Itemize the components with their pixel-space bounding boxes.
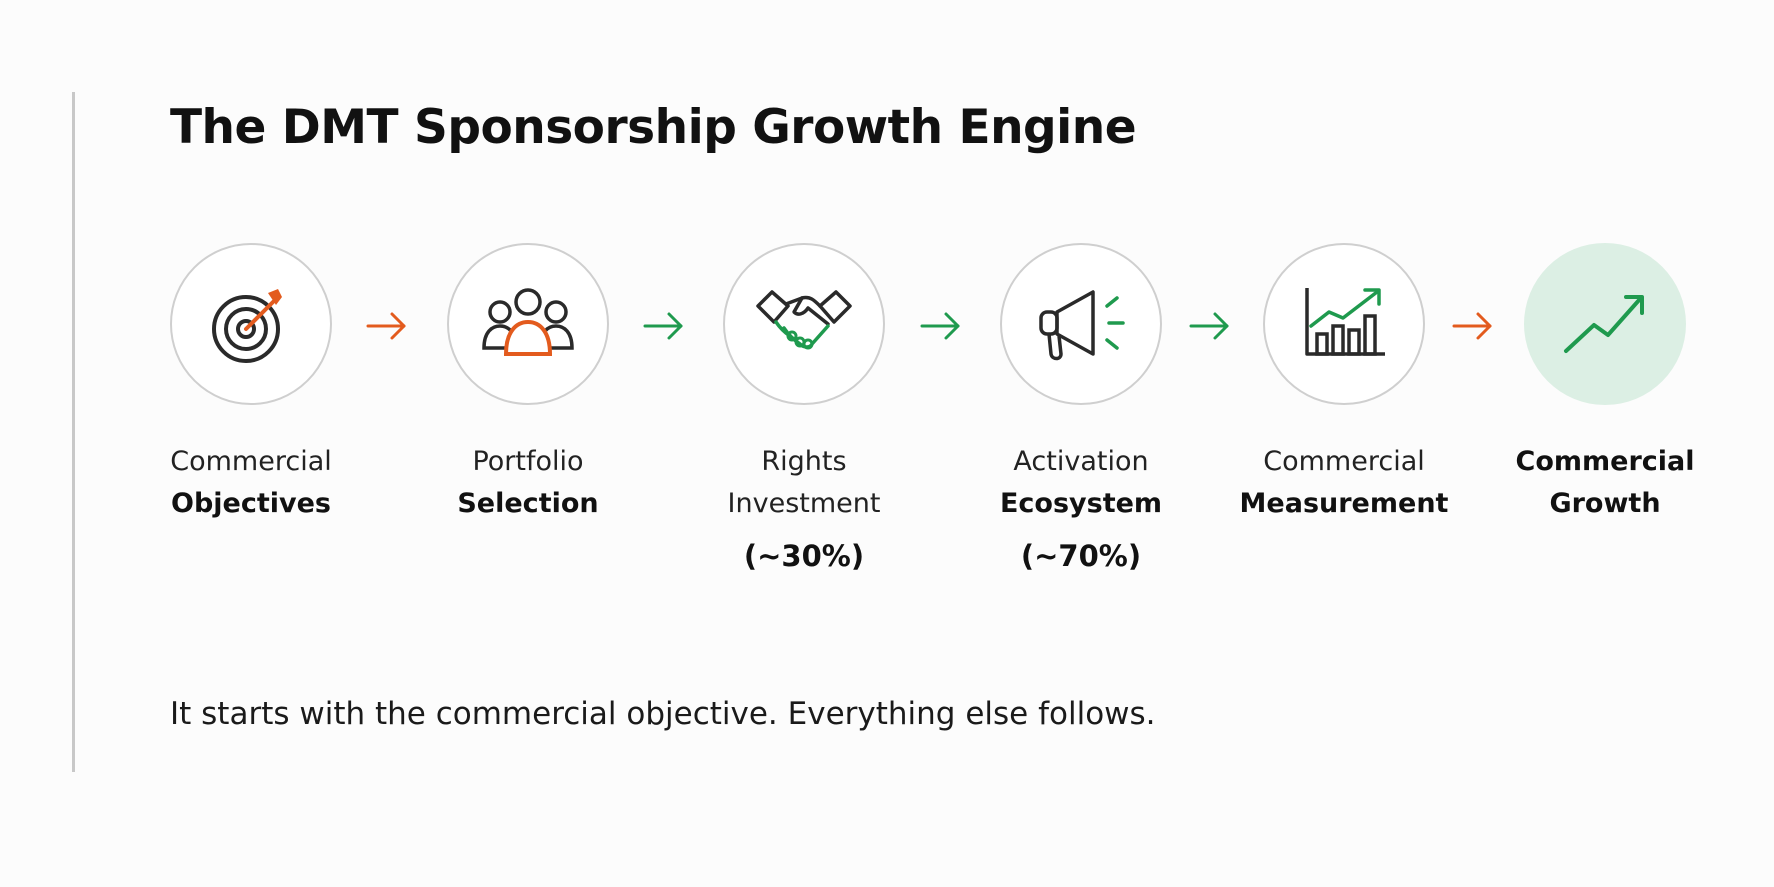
step-circle — [723, 243, 885, 405]
step-label-line1: Rights — [761, 446, 847, 477]
step-circle-final — [1524, 243, 1686, 405]
step-percentage: (~70%) — [1020, 539, 1142, 573]
step-label-line1: Commercial — [170, 446, 332, 477]
step-label-line2: Measurement — [1239, 488, 1449, 519]
step-circle — [1000, 243, 1162, 405]
people-group-icon — [482, 288, 574, 356]
tagline: It starts with the commercial objective.… — [170, 696, 1156, 732]
step-circle — [170, 243, 332, 405]
step-label-line2: Ecosystem — [999, 488, 1163, 519]
handshake-icon — [756, 290, 852, 350]
page-title: The DMT Sponsorship Growth Engine — [170, 100, 1137, 155]
step-label-line2: Selection — [457, 488, 599, 519]
step-label-line2: Growth — [1549, 488, 1661, 519]
step-label-line2: Investment — [727, 488, 881, 519]
step-label-line1: Portfolio — [472, 446, 584, 477]
target-icon — [212, 289, 282, 363]
step-label-line1: Activation — [1013, 446, 1149, 477]
arrow-right-icon — [1452, 312, 1492, 340]
bar-chart-growth-icon — [1305, 288, 1385, 356]
step-label-line1: Commercial — [1263, 446, 1425, 477]
step-circle — [1263, 243, 1425, 405]
step-circle — [447, 243, 609, 405]
step-label-line2: Objectives — [171, 488, 331, 519]
arrow-right-icon — [366, 312, 406, 340]
arrow-right-icon — [920, 312, 960, 340]
arrow-right-icon — [643, 312, 683, 340]
trend-up-icon — [1564, 295, 1644, 353]
left-vertical-rule — [72, 92, 75, 772]
arrow-right-icon — [1189, 312, 1229, 340]
megaphone-icon — [1039, 290, 1125, 361]
step-label-line1: Commercial — [1515, 446, 1695, 477]
step-percentage: (~30%) — [743, 539, 865, 573]
